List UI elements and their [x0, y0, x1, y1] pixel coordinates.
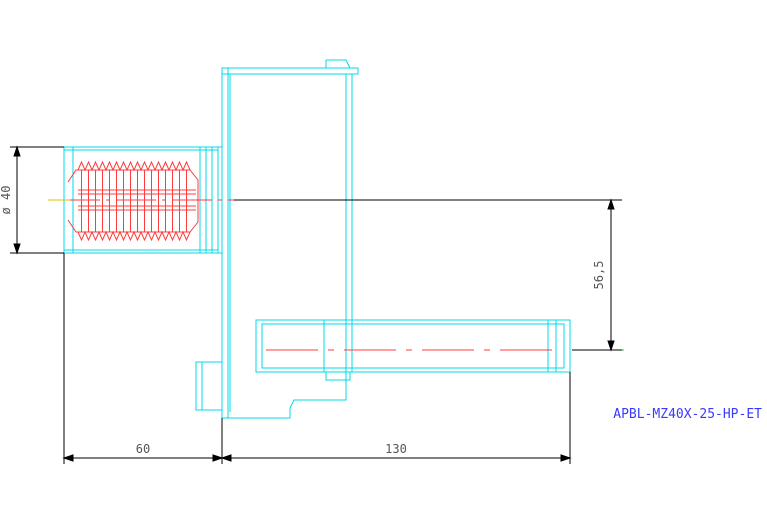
dimension-shank-length-text: 60 — [136, 442, 150, 456]
part-label: APBL-MZ40X-25-HP-ET — [613, 407, 762, 422]
shank-thread — [67, 160, 199, 242]
dimension-diameter — [10, 145, 64, 255]
thread-teeth — [77, 160, 191, 242]
tool-arm — [255, 319, 571, 381]
dimension-shank-length — [62, 253, 224, 464]
dimension-offset-text: 56,5 — [592, 261, 606, 290]
center-markers — [48, 199, 624, 351]
holder-body — [221, 59, 359, 419]
dimension-overall-length — [220, 372, 572, 464]
dimension-offset — [234, 198, 622, 352]
clamp-boss — [195, 361, 223, 411]
dimension-diameter-text: ø 40 — [0, 186, 13, 215]
shank-body — [63, 146, 223, 254]
dimension-overall-length-text: 130 — [385, 442, 407, 456]
centerlines — [60, 199, 560, 351]
